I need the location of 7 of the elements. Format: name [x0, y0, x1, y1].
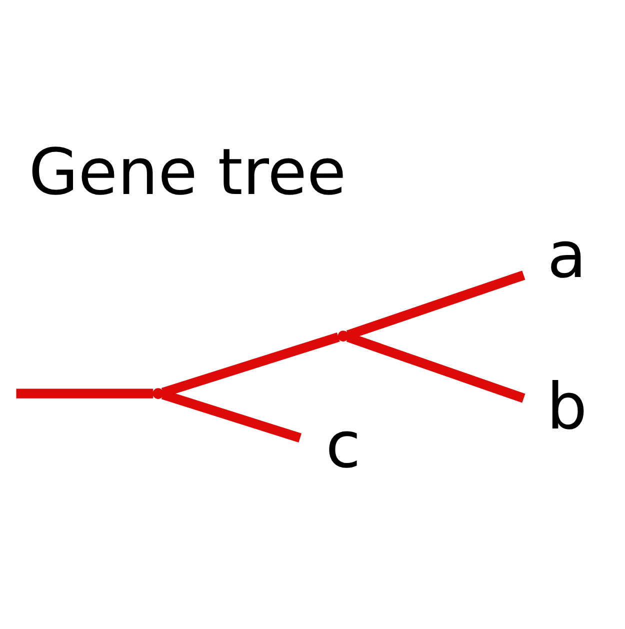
node-text: c — [326, 409, 361, 484]
node-text: a — [547, 218, 586, 293]
node-point — [338, 330, 349, 342]
node-point — [152, 388, 164, 399]
node-text: b — [546, 370, 588, 445]
connector — [16, 388, 154, 398]
diagram-title: Gene tree — [28, 136, 346, 210]
